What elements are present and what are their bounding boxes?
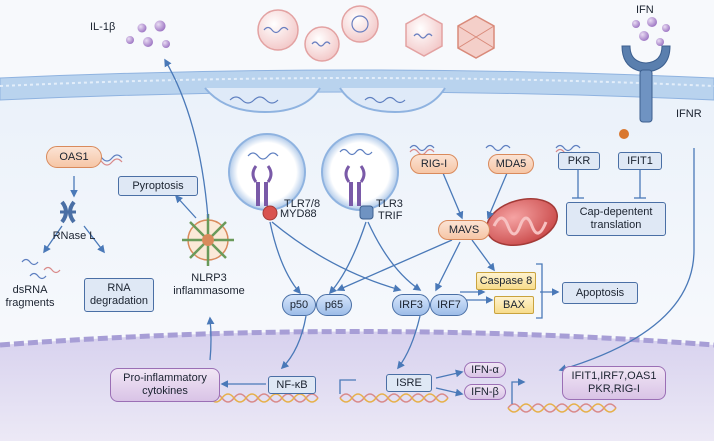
bax-box: BAX — [494, 296, 534, 314]
cap-icon — [619, 129, 629, 139]
ifn-alpha-box: IFN-α — [464, 362, 506, 378]
rna-degradation-box: RNA degradation — [84, 278, 154, 312]
dsrna-fragments-icon — [21, 258, 61, 280]
mitochondrion — [486, 198, 558, 246]
dna-helix-isg — [507, 403, 617, 413]
pro-inflammatory-cytokines-box: Pro-inflammatory cytokines — [110, 368, 220, 402]
nucleus — [0, 331, 714, 441]
apoptosis-bracket — [536, 263, 543, 319]
il1b-molecules — [126, 20, 170, 48]
nfkb-box: NF-κB — [268, 376, 316, 394]
ifn-beta-box: IFN-β — [464, 384, 506, 400]
ifnr-label: IFNR — [676, 108, 702, 120]
tlr78-label: TLR7/8 — [284, 198, 321, 210]
nlrp3-inflammasome-icon — [182, 214, 234, 266]
trif-adaptor — [359, 205, 374, 220]
rnase-l-protein — [60, 200, 76, 224]
nlrp3-label: NLRP3 inflammasome — [173, 272, 245, 297]
ifnr-receptor — [621, 45, 671, 123]
isg-genes-box: IFIT1,IRF7,OAS1 PKR,RIG-I — [562, 366, 666, 400]
dsrna-fragments-label: dsRNA fragments — [5, 284, 55, 309]
dna-helix-nfkb — [209, 393, 319, 403]
irf7-node: IRF7 — [430, 294, 468, 316]
mda5-node: MDA5 — [488, 154, 534, 174]
p65-node: p65 — [316, 294, 352, 316]
cap-dependent-translation-box: Cap-depentent translation — [566, 202, 666, 236]
apoptosis-box: Apoptosis — [562, 282, 638, 304]
tlr3-label: TLR3 — [376, 198, 403, 210]
endocytic-pit-right — [339, 87, 446, 114]
il1b-label: IL-1β — [90, 21, 116, 33]
ifn-label: IFN — [636, 4, 654, 16]
ifn-molecules — [632, 17, 670, 46]
pkr-box: PKR — [558, 152, 600, 170]
pyroptosis-box: Pyroptosis — [118, 176, 198, 196]
caspase8-box: Caspase 8 — [476, 272, 536, 290]
myd88-adaptor — [262, 205, 278, 221]
oas1-node: OAS1 — [46, 146, 102, 168]
ifit1-box: IFIT1 — [618, 152, 662, 170]
endocytic-pit-left — [204, 87, 321, 114]
rnase-l-label: RNase L — [52, 230, 96, 242]
isre-box: ISRE — [386, 374, 432, 392]
virus-particles — [257, 5, 495, 62]
myd88-label: MYD88 — [280, 208, 317, 220]
rigi-node: RIG-I — [410, 154, 458, 174]
irf3-node: IRF3 — [392, 294, 430, 316]
pathway-arrows — [43, 58, 695, 397]
tlr78-receptor — [251, 165, 273, 206]
trif-label: TRIF — [378, 210, 403, 222]
mavs-node: MAVS — [438, 220, 490, 240]
nuclear-envelope — [0, 329, 714, 348]
inhibition-lines — [572, 170, 646, 199]
tlr3-receptor — [344, 165, 366, 206]
dna-helix-isre — [339, 393, 449, 403]
p50-node: p50 — [282, 294, 316, 316]
